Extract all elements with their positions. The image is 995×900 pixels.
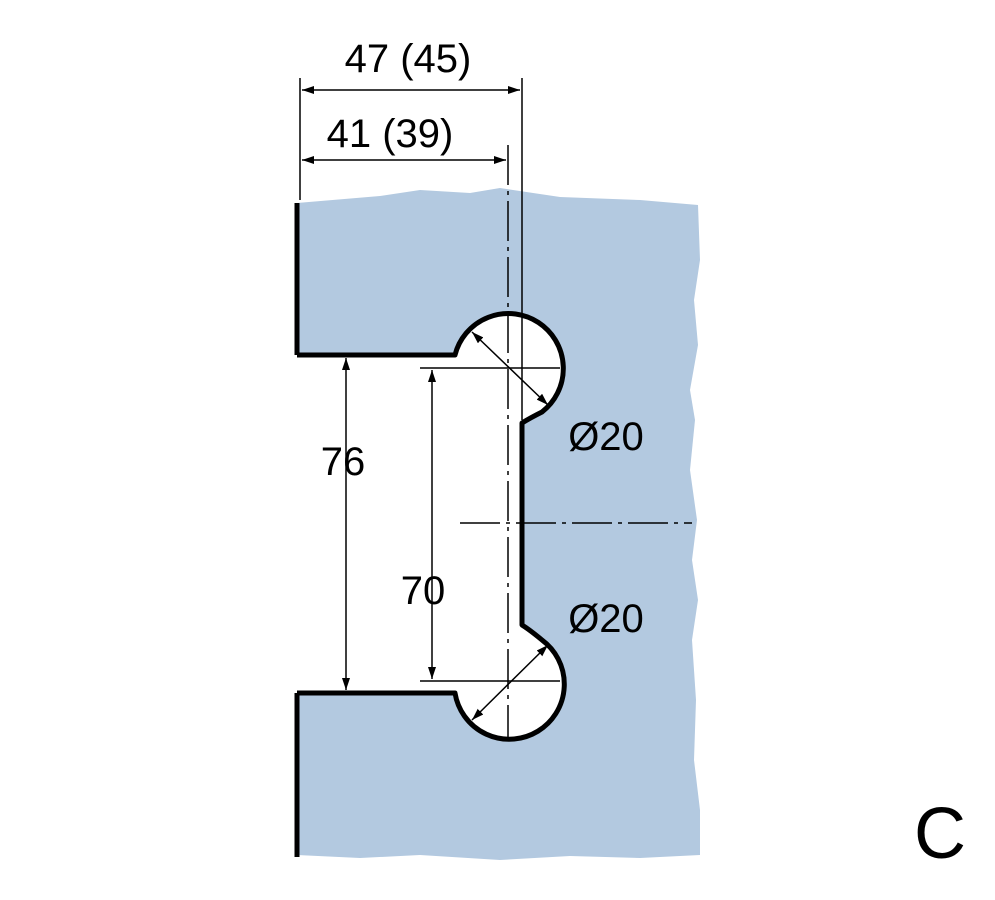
variant-label: C [914, 794, 966, 874]
dim-diameter-top: Ø20 [568, 415, 644, 459]
dim-diameter-bottom: Ø20 [568, 597, 644, 641]
dim-inner-width: 41 (39) [327, 112, 454, 156]
dim-inner-height: 70 [401, 569, 446, 613]
dim-overall-width: 47 (45) [345, 37, 472, 81]
dimension-lines [299, 78, 692, 740]
dim-outer-height: 76 [321, 440, 366, 484]
hinge-cutout [297, 311, 567, 742]
